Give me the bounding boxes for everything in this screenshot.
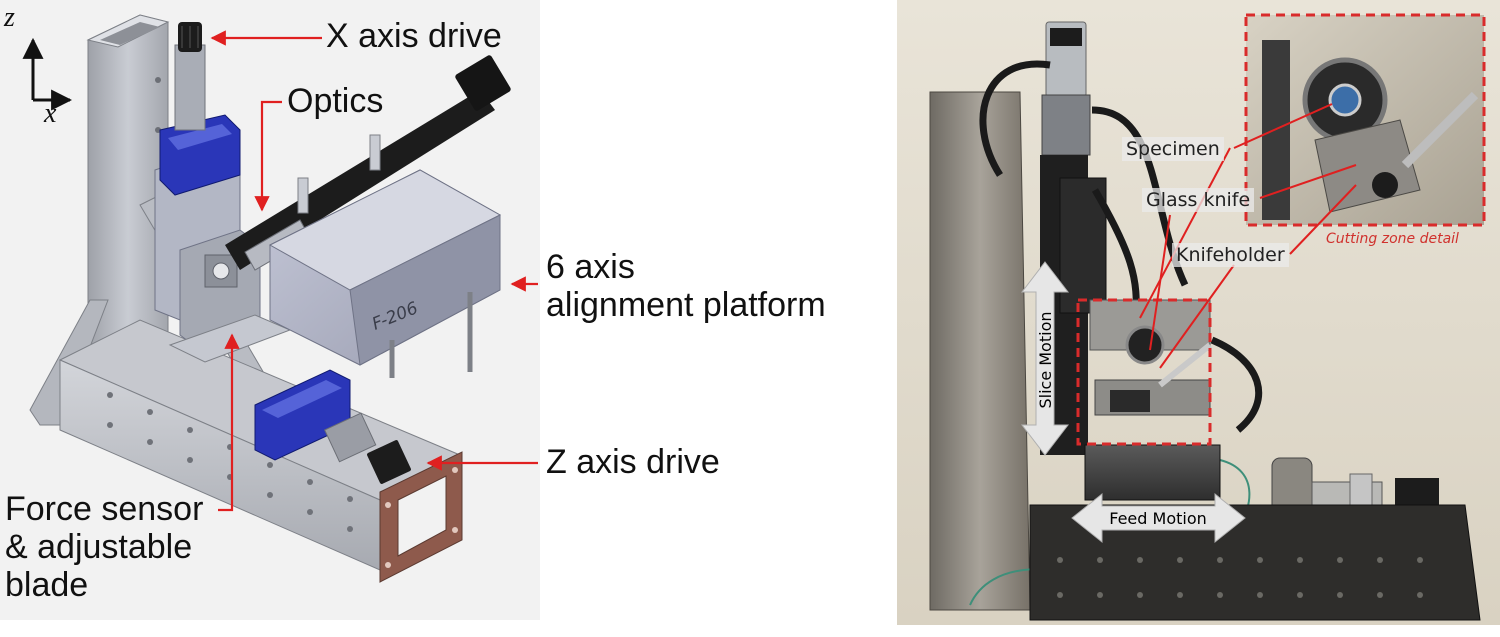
cutting-zone-box (1076, 298, 1212, 446)
knife-stage (1084, 299, 1221, 501)
knifeholder-label: Knifeholder (1172, 243, 1289, 267)
base-holes (107, 392, 353, 532)
alignment-platform-label: 6 axis alignment platform (546, 248, 826, 324)
alignment-label-line2: alignment platform (546, 286, 826, 325)
x-axis-letter: x (44, 98, 57, 129)
cutting-zone-caption: Cutting zone detail (1326, 231, 1459, 247)
alignment-platform: F-206 (268, 169, 502, 378)
feed-motion-label: Feed Motion (1109, 509, 1207, 528)
slice-motion-label: Slice Motion (1036, 311, 1055, 408)
glass-knife-label: Glass knife (1142, 188, 1255, 212)
steel-column (929, 91, 1031, 611)
optics-tube (225, 55, 511, 271)
cutting-zone-inset (1244, 13, 1486, 227)
leader-lines (210, 30, 538, 512)
force-label-line1: Force sensor (5, 490, 204, 528)
force-label-line3: blade (5, 566, 89, 605)
photo-leader-lines (1139, 103, 1357, 369)
vertical-column (86, 14, 170, 411)
force-sensor-label: Force sensor & adjustable blade (5, 490, 203, 604)
z-axis-letter: z (4, 2, 15, 33)
photo-panel: Slice Motion Feed Motion (897, 0, 1500, 625)
specimen-label: Specimen (1122, 137, 1224, 161)
feed-motion-arrow (1071, 492, 1246, 544)
end-flange (379, 451, 463, 583)
cad-panel: F-206 (0, 0, 540, 620)
z-axis-drive-label: Z axis drive (546, 443, 720, 481)
x-axis-drive-label: X axis drive (326, 17, 502, 55)
slice-motion-arrow (1020, 261, 1070, 456)
base-table (1029, 504, 1481, 621)
top-motor (1041, 21, 1091, 156)
alignment-label-line1: 6 axis (546, 248, 635, 286)
optics-label: Optics (287, 82, 384, 120)
coordinate-triad (22, 37, 73, 111)
x-axis-stage (154, 22, 241, 321)
z-axis-stage (254, 369, 411, 484)
force-label-line2: & adjustable (5, 528, 193, 567)
